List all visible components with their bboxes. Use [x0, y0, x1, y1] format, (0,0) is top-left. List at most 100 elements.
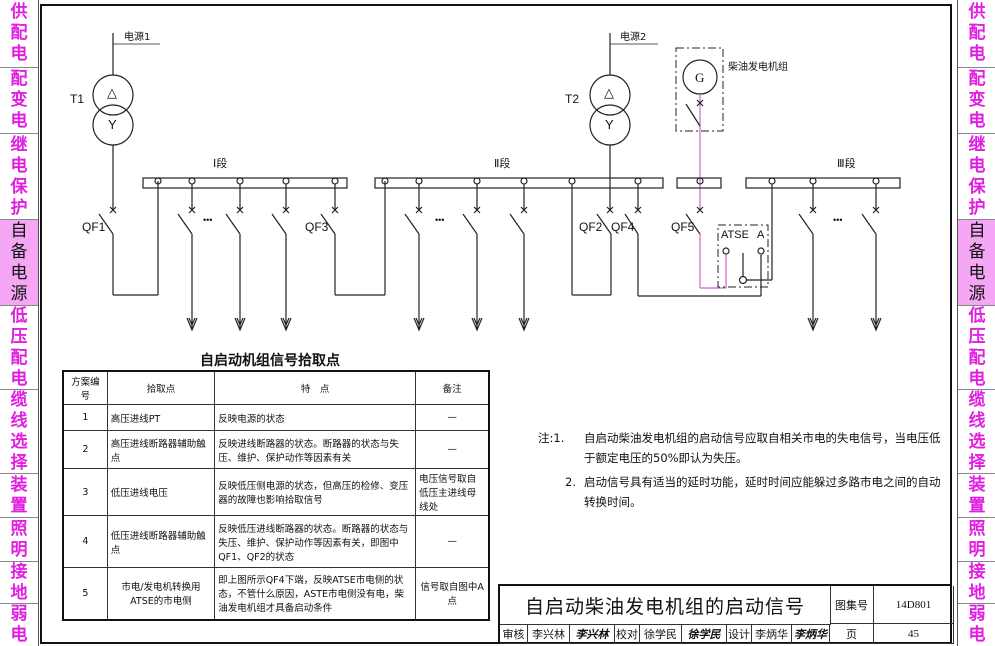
tab-power-supply[interactable]: 供配电	[958, 0, 995, 68]
t1-wye-symbol: Y	[108, 117, 117, 132]
tab-lighting[interactable]: 照明	[0, 518, 38, 562]
atse-label: ATSE	[721, 229, 749, 241]
notes-prefix-2: 2.	[565, 475, 576, 489]
tab-lv-distribution[interactable]: 低压配电	[0, 306, 38, 390]
feeders-ellipsis: •••	[833, 215, 843, 225]
page-label: 页	[830, 624, 874, 644]
drawing-title: 自启动柴油发电机组的启动信号	[500, 586, 831, 625]
tab-relay-protection[interactable]: 继电保护	[0, 134, 38, 220]
qf3-label: QF3	[305, 220, 329, 234]
page-number: 45	[874, 624, 954, 644]
table-row: 4 低压进线断路器辅助触点 反映低压进线断路器的状态。断路器的状态与失压、维护、…	[62, 515, 490, 568]
tab-low-current[interactable]: 弱电	[10, 604, 28, 645]
bus1-label: Ⅰ段	[213, 157, 228, 170]
tab-cable-selection[interactable]: 缆线选择	[958, 390, 995, 474]
review-label: 审核	[500, 624, 528, 644]
cell-point: 低压进线电压	[106, 468, 216, 516]
checker-signature: 徐学民	[682, 624, 727, 644]
tab-substation[interactable]: 配变电	[0, 68, 38, 134]
tab-low-current[interactable]: 弱电	[968, 604, 986, 645]
point-a-label: A	[757, 229, 765, 241]
tab-devices[interactable]: 装置	[958, 474, 995, 518]
feeders-ellipsis: •••	[203, 215, 213, 225]
bus-section-3	[745, 177, 901, 189]
tab-grounding[interactable]: 接地	[0, 562, 38, 604]
bus3-label: Ⅲ段	[837, 157, 856, 170]
t2-wye-symbol: Y	[605, 117, 614, 132]
source2-feed	[589, 33, 658, 210]
tab-power-supply[interactable]: 供配电	[0, 0, 38, 68]
bus2-feeders	[404, 184, 530, 331]
source1-feed	[92, 33, 160, 210]
tab-standby-power[interactable]: 自备电源	[0, 220, 38, 306]
check-label: 校对	[615, 624, 640, 644]
table-row: 3 低压进线电压 反映低压侧电源的状态，但高压的检修、变压器的故障也影响拾取信号…	[62, 468, 490, 516]
cell-feature: 反映低压侧电源的状态，但高压的检修、变压器的故障也影响拾取信号	[214, 468, 417, 516]
qf5-label: QF5	[671, 220, 695, 234]
bus2-taps	[381, 177, 642, 185]
tab-cable-selection[interactable]: 缆线选择	[0, 390, 38, 474]
cell-note: —	[415, 515, 490, 568]
tab-lighting[interactable]: 照明	[958, 518, 995, 562]
cell-no: 2	[62, 430, 108, 469]
drawing-frame	[40, 4, 952, 644]
atlas-no-value: 14D801	[874, 586, 954, 624]
qf2-label: QF2	[579, 220, 603, 234]
table-header-row: 方案编号 拾取点 特 点 备注	[62, 370, 490, 405]
note-item-2: 启动信号具有适当的延时功能，延时时间应能躲过多路市电之间的自动转换时间。	[584, 475, 941, 509]
t2-primary-winding	[589, 74, 631, 116]
source1-label: 电源1	[124, 32, 151, 43]
table-title: 自启动机组信号拾取点	[200, 353, 340, 369]
cell-point: 高压进线PT	[106, 404, 216, 431]
cell-no: 3	[62, 468, 108, 516]
title-block: 自启动柴油发电机组的启动信号 图集号 14D801 审核 李兴林 李兴林 校对 …	[498, 584, 954, 644]
tab-substation[interactable]: 配变电	[958, 68, 995, 134]
designer-signature: 李炳华	[792, 624, 830, 644]
designer-name: 李炳华	[752, 624, 792, 644]
cell-note: —	[415, 430, 490, 469]
tab-relay-protection[interactable]: 继电保护	[958, 134, 995, 220]
signal-pickup-table: 方案编号 拾取点 特 点 备注 1 高压进线PT 反映电源的状态 — 2 高压进…	[62, 370, 490, 621]
cell-no: 1	[62, 404, 108, 431]
feeders-ellipsis: •••	[435, 215, 445, 225]
t1-delta-symbol: △	[107, 85, 117, 100]
qf1-label: QF1	[82, 220, 106, 234]
notes-prefix: 注:1.	[538, 431, 565, 445]
atlas-no-label: 图集号	[830, 586, 874, 624]
table-row: 5 市电/发电机转换用ATSE的市电侧 即上图所示QF4下端，反映ATSE市电侧…	[62, 567, 490, 620]
qf4-label: QF4	[611, 220, 635, 234]
tab-lv-distribution[interactable]: 低压配电	[958, 306, 995, 390]
t2-label: T2	[565, 92, 580, 106]
qf5-breaker	[685, 206, 727, 289]
checker-name: 徐学民	[640, 624, 682, 644]
generator-set	[675, 47, 724, 210]
bus1-taps	[154, 177, 339, 185]
cell-point: 市电/发电机转换用ATSE的市电侧	[106, 567, 216, 620]
tab-standby-power[interactable]: 自备电源	[958, 220, 995, 306]
t1-primary-winding	[92, 74, 134, 116]
reviewer-name: 李兴林	[528, 624, 570, 644]
cell-note: 信号取自图中A点	[415, 567, 490, 620]
atse-switch	[717, 184, 773, 288]
bus-section-gen	[676, 177, 722, 189]
source2-label: 电源2	[620, 32, 647, 43]
qf3-bus-tie	[320, 181, 386, 296]
generator-g-symbol: G	[695, 70, 705, 85]
notes: 注:1.自启动柴油发电机组的启动信号应取自相关市电的失电信号，当电压低于额定电压…	[538, 428, 948, 512]
qf4-breaker	[624, 184, 762, 297]
left-section-tabs: 供配电 配变电 继电保护 自备电源 低压配电 缆线选择 装置 照明 接地 弱电	[0, 0, 39, 646]
tab-grounding[interactable]: 接地	[958, 562, 995, 604]
bus-section-2	[374, 177, 664, 189]
bus-section-1	[142, 177, 348, 189]
cell-point: 高压进线断路器辅助触点	[106, 430, 216, 469]
cell-note: —	[415, 404, 490, 431]
qf2-breaker	[571, 184, 614, 296]
cell-feature: 反映低压进线断路器的状态。断路器的状态与失压、维护、保护动作等因素有关，即图中Q…	[214, 515, 417, 568]
design-label: 设计	[727, 624, 752, 644]
tab-devices[interactable]: 装置	[0, 474, 38, 518]
right-section-tabs: 供配电 配变电 继电保护 自备电源 低压配电 缆线选择 装置 照明 接地 弱电	[957, 0, 995, 646]
qf1-breaker	[98, 181, 159, 296]
bus2-label: Ⅱ段	[494, 157, 511, 170]
t1-label: T1	[70, 92, 85, 106]
